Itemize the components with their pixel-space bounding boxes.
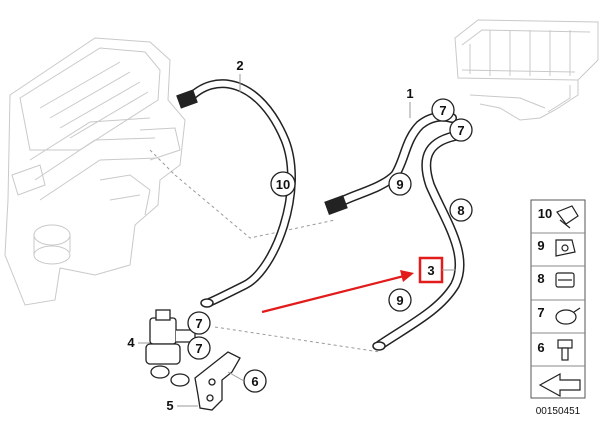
connection-lines	[149, 149, 381, 353]
callout-7c: 7	[187, 311, 211, 335]
legend-item-6: 6	[537, 339, 573, 361]
callout-3-highlighted: 3	[418, 256, 456, 284]
callout-7b: 7	[449, 118, 473, 142]
svg-text:9: 9	[537, 238, 544, 253]
svg-text:6: 6	[537, 340, 544, 355]
bolt-icon	[557, 339, 573, 361]
svg-text:8: 8	[537, 271, 544, 286]
svg-text:8: 8	[457, 203, 464, 218]
svg-text:7: 7	[195, 341, 202, 356]
label-2: 2	[236, 58, 244, 92]
svg-text:3: 3	[427, 263, 434, 278]
callout-7d: 7	[187, 336, 211, 360]
svg-text:7: 7	[195, 316, 202, 331]
svg-text:2: 2	[236, 58, 243, 73]
svg-text:7: 7	[457, 123, 464, 138]
label-1: 1	[406, 86, 414, 118]
svg-text:4: 4	[127, 335, 135, 350]
svg-text:7: 7	[439, 103, 446, 118]
legend-item-10: 10	[538, 205, 579, 229]
svg-text:10: 10	[538, 206, 552, 221]
svg-text:9: 9	[396, 293, 403, 308]
callout-7a: 7	[431, 98, 455, 122]
hose-2	[176, 79, 296, 308]
callout-9b: 9	[388, 288, 412, 312]
clamp-icon	[556, 205, 579, 229]
label-4: 4	[127, 335, 150, 350]
callout-6: 6	[227, 369, 267, 393]
svg-text:6: 6	[251, 374, 258, 389]
legend-item-9: 9	[537, 238, 576, 257]
engine-block-icon	[4, 37, 186, 306]
svg-text:9: 9	[396, 177, 403, 192]
svg-text:5: 5	[166, 398, 173, 413]
red-arrow-icon	[261, 270, 414, 314]
hose-3	[372, 130, 465, 351]
callout-9a: 9	[388, 172, 412, 196]
legend-item-7: 7	[537, 305, 581, 325]
svg-text:1: 1	[406, 86, 413, 101]
callout-8: 8	[449, 198, 473, 222]
valve-icon	[145, 309, 196, 387]
clamp-icon	[555, 239, 576, 257]
bracket-icon	[194, 351, 241, 411]
label-5: 5	[166, 398, 198, 413]
clamp-icon	[555, 272, 575, 288]
heater-core-icon	[454, 19, 599, 121]
diagram-number: 00150451	[536, 406, 581, 417]
legend-item-8: 8	[537, 271, 575, 288]
callout-10: 10	[270, 171, 296, 197]
svg-text:7: 7	[537, 305, 544, 320]
legend-arrow-icon	[538, 372, 581, 398]
parts-legend: 10 9 8 7	[530, 199, 586, 399]
clamp-icon	[555, 307, 581, 325]
svg-text:10: 10	[276, 177, 290, 192]
